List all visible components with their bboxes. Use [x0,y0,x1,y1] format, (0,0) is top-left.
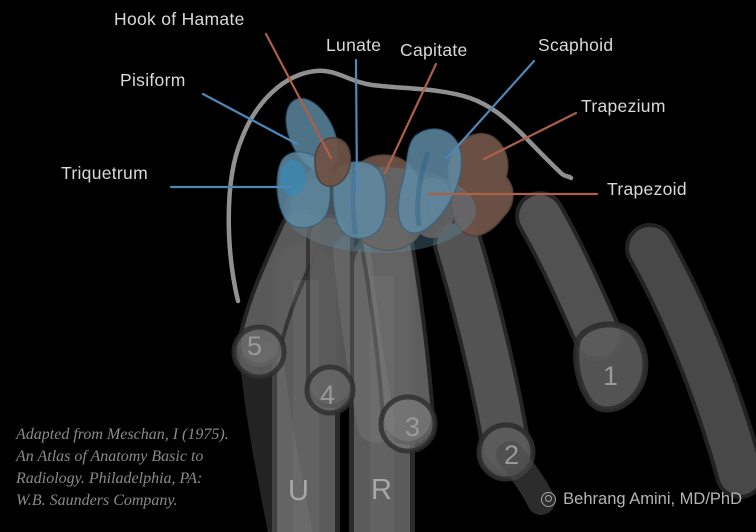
leader-lines [169,32,599,196]
hamate-hook-bone [314,137,352,188]
trapezium-leader-line [482,111,578,161]
attribution-line: Adapted from Meschan, I (1975). [16,426,229,443]
metacarpal-3-head [378,394,438,454]
lunate-bone [332,160,387,240]
wrist-outline-curve [226,68,574,304]
overlay-bone-shadow [333,233,395,443]
hook-of-hamate-leader-line [264,32,333,160]
author-credit: Behrang Amini, MD/PhD [541,490,742,509]
scaphoid-leader-line [445,59,536,160]
metacarpal-5-number: 5 [247,331,263,361]
circle-ring-icon [541,492,557,507]
label-hook-of-hamate: Hook of Hamate [114,9,245,29]
metacarpal-5-head [231,324,287,380]
label-triquetrum: Triquetrum [61,163,148,183]
attribution-line: Radiology. Philadelphia, PA: [16,470,203,487]
overlay-bone-shadow [240,340,312,532]
metacarpal-3-number: 3 [405,412,421,442]
metacarpal-4-number: 4 [320,380,336,410]
metacarpal-2-number: 2 [504,440,520,470]
attribution-line: An Atlas of Anatomy Basic to [16,448,204,465]
label-trapezoid: Trapezoid [607,179,687,199]
label-trapezium: Trapezium [581,96,666,116]
blue-carpal-bones [276,97,476,253]
triquetrum-highlight [280,160,306,196]
label-lunate: Lunate [326,35,382,55]
label-scaphoid: Scaphoid [538,35,614,55]
source-attribution: Adapted from Meschan, I (1975). An Atlas… [16,424,229,512]
forearm-and-metacarpal-bones [231,191,756,532]
pisiform-leader-line [201,92,299,146]
metacarpal-1-head [573,321,649,413]
attribution-line: W.B. Saunders Company. [16,492,178,509]
metacarpal-4-head [304,364,356,416]
label-capitate: Capitate [400,40,468,60]
scaphoid-bone [397,128,463,234]
ulna-letter: U [288,475,309,507]
capitate-leader-line [383,62,438,175]
radius-letter: R [371,474,392,506]
lunate-leader-line [354,58,359,192]
metacarpal-1-number: 1 [603,361,619,391]
author-credit-name: Behrang Amini, MD/PhD [563,490,742,508]
label-pisiform: Pisiform [120,70,186,90]
